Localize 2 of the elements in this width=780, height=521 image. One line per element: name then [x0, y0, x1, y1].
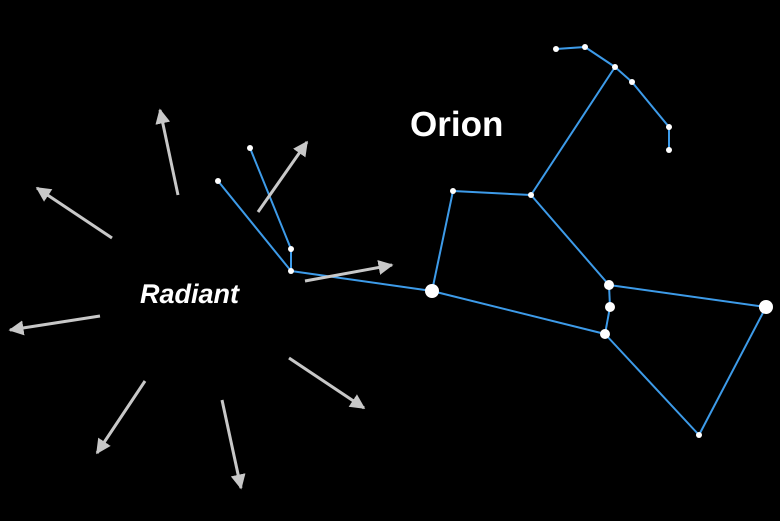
constellation-label: Orion [410, 105, 504, 145]
radiant-label: Radiant [140, 279, 240, 310]
